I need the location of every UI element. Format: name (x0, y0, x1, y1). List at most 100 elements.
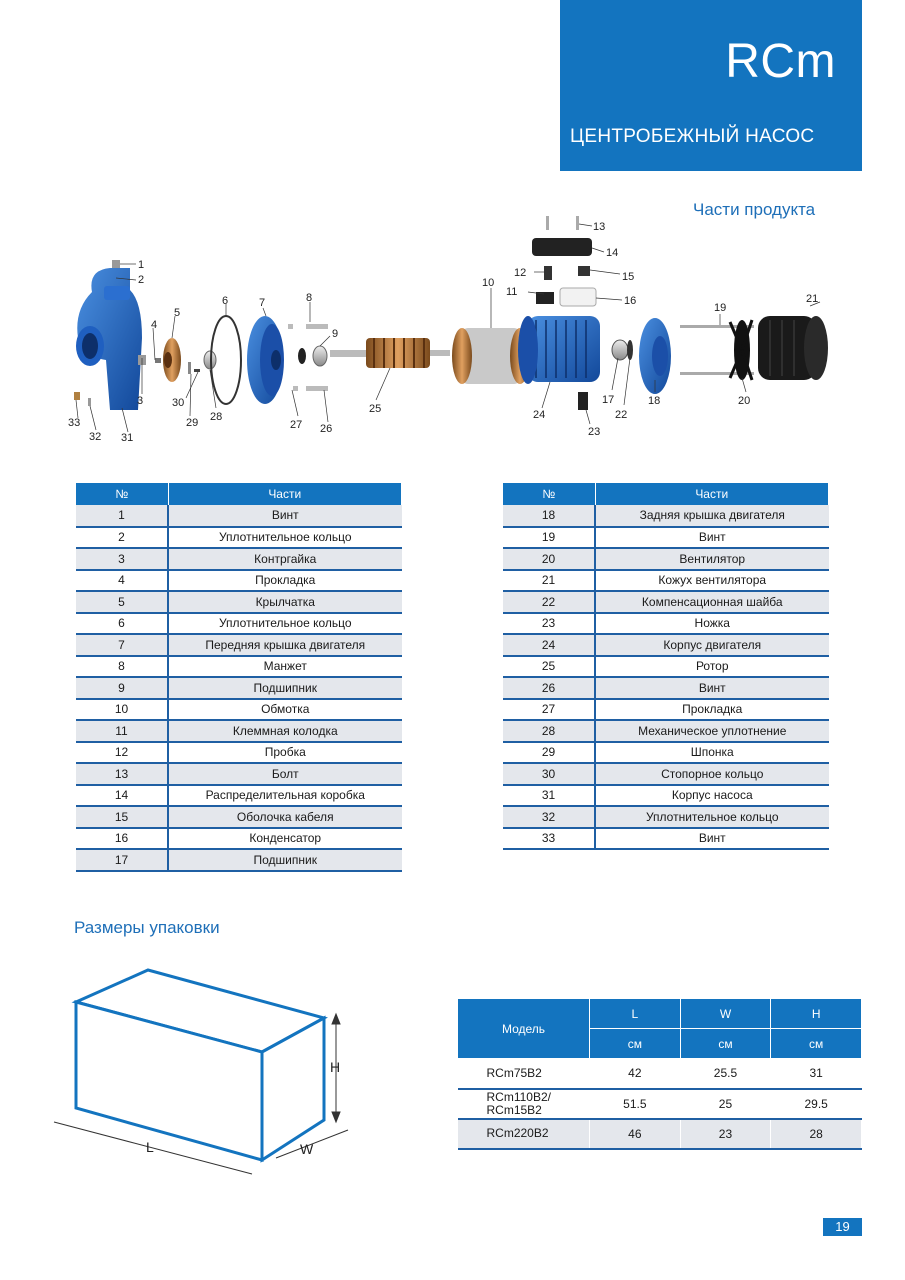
parts-section-title: Части продукта (693, 200, 816, 219)
callout-21: 21 (806, 293, 818, 305)
table-header-row: Модель L W H (457, 998, 862, 1059)
part-name: Корпус насоса (595, 784, 829, 807)
part-name: Передняя крышка двигателя (168, 634, 402, 657)
fan-cover-part (758, 316, 828, 380)
part-name: Болт (168, 763, 402, 786)
part-name: Стопорное кольцо (595, 763, 829, 786)
part-name: Крылчатка (168, 591, 402, 614)
part-num: 1 (76, 505, 169, 528)
col-header-part: Части (595, 483, 829, 505)
part-name: Кожух вентилятора (595, 569, 829, 592)
dim-w: 25.5 (680, 1058, 772, 1090)
part-num: 25 (503, 655, 596, 678)
part-name: Клеммная колодка (168, 720, 402, 743)
callout-14: 14 (606, 247, 618, 259)
part-name: Винт (595, 827, 829, 850)
part-num: 21 (503, 569, 596, 592)
part-name: Винт (595, 677, 829, 700)
part-num: 5 (76, 591, 169, 614)
table-header-row: № Части (503, 483, 829, 505)
dim-l: 46 (589, 1118, 681, 1150)
part-num: 15 (76, 806, 169, 829)
col-header-model: Модель (457, 998, 590, 1059)
callout-6: 6 (222, 295, 228, 307)
callout-19: 19 (714, 302, 726, 314)
part-num: 18 (503, 505, 596, 528)
col-header-l: L (589, 998, 681, 1029)
part-num: 32 (503, 806, 596, 829)
part-num: 33 (503, 827, 596, 850)
header-banner: RCm ЦЕНТРОБЕЖНЫЙ НАСОС (560, 0, 862, 171)
part-num: 28 (503, 720, 596, 743)
callout-8: 8 (306, 292, 312, 304)
product-subtitle: ЦЕНТРОБЕЖНЫЙ НАСОС (570, 126, 815, 147)
callout-11: 11 (506, 286, 517, 298)
col-header-h: H (770, 998, 862, 1029)
part-name: Обмотка (168, 698, 402, 721)
part-name: Подшипник (168, 677, 402, 700)
unit-w: см (679, 1028, 772, 1059)
table-row: RCm75B2 42 25.5 31 (457, 1058, 862, 1090)
dim-w: 23 (680, 1118, 772, 1150)
part-name: Задняя крышка двигателя (595, 505, 829, 528)
box-label-w: W (300, 1141, 314, 1157)
col-header-w: W (679, 998, 772, 1029)
callout-18: 18 (648, 395, 660, 407)
model-name: RCm75B2 (457, 1058, 590, 1090)
part-name: Ротор (595, 655, 829, 678)
part-num: 23 (503, 612, 596, 635)
part-name: Манжет (168, 655, 402, 678)
fan-part (728, 319, 754, 381)
part-name: Компенсационная шайба (595, 591, 829, 614)
part-name: Пробка (168, 741, 402, 764)
model-name: RCm110B2/RCm15B2 (457, 1088, 590, 1120)
part-name: Уплотнительное кольцо (168, 612, 402, 635)
rear-cover-part (639, 318, 671, 394)
part-num: 2 (76, 526, 169, 549)
packaging-box-drawing: H L W (53, 968, 349, 1175)
part-name: Шпонка (595, 741, 829, 764)
part-name: Оболочка кабеля (168, 806, 402, 829)
part-num: 17 (76, 849, 169, 872)
part-name: Уплотнительное кольцо (168, 526, 402, 549)
col-header-part: Части (168, 483, 402, 505)
callout-22: 22 (615, 409, 627, 421)
front-cover-part (247, 316, 284, 404)
part-name: Винт (168, 505, 402, 528)
callout-29: 29 (186, 417, 198, 429)
part-num: 26 (503, 677, 596, 700)
screw-1-part (112, 260, 120, 268)
part-num: 11 (76, 720, 169, 743)
callout-17: 17 (602, 394, 614, 406)
pump-housing-part (76, 268, 142, 410)
callout-5: 5 (174, 307, 180, 319)
table-header-row: № Части (76, 483, 402, 505)
callout-28: 28 (210, 411, 222, 423)
callout-33: 33 (68, 417, 80, 429)
table-row: RCm110B2/RCm15B2 51.5 25 29.5 (457, 1088, 862, 1120)
exploded-diagram: 1 2 3 4 5 6 7 8 9 10 11 12 13 14 15 16 1… (68, 216, 828, 444)
part-num: 4 (76, 569, 169, 592)
callout-15: 15 (622, 271, 634, 283)
callout-1: 1 (138, 259, 144, 271)
part-name: Прокладка (595, 698, 829, 721)
dim-h: 31 (770, 1058, 862, 1090)
